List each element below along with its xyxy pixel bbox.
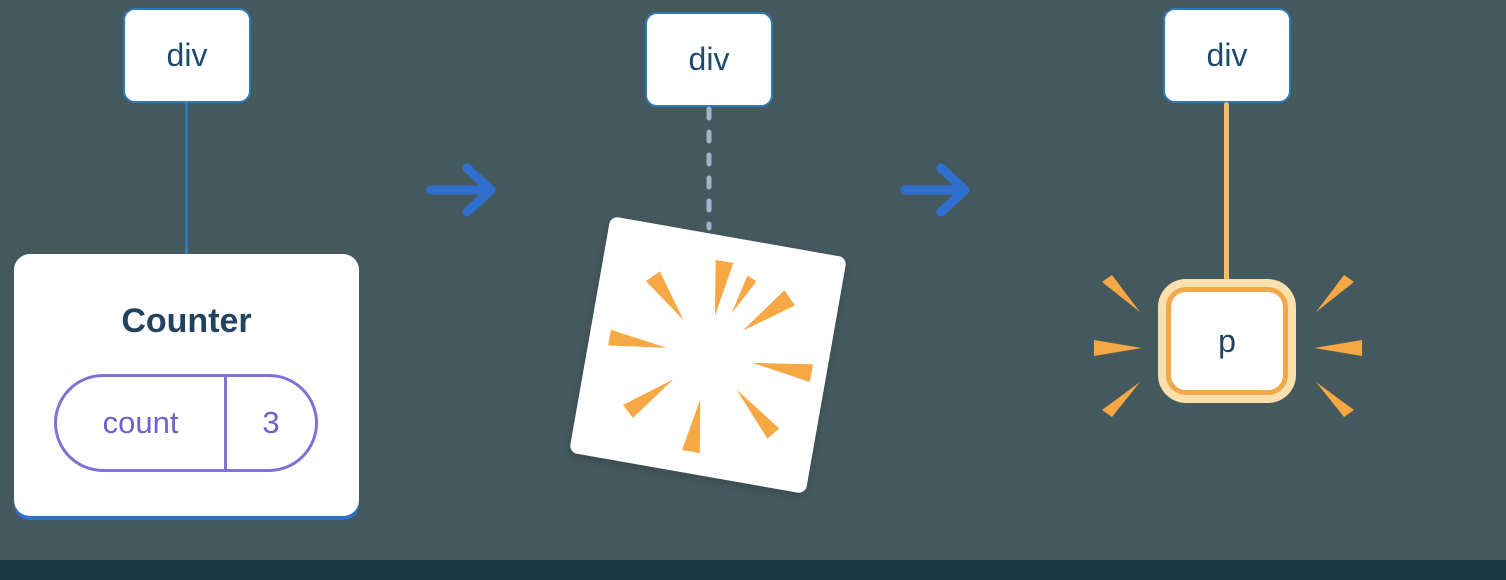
connector-line-blue <box>185 102 188 255</box>
state-value: 3 <box>224 377 315 469</box>
element-node-p: p <box>1166 287 1288 395</box>
sparkle-dashes-left-icon <box>1094 275 1142 417</box>
bottom-strip <box>0 560 1506 580</box>
tree-node-label: div <box>688 41 730 77</box>
element-node-p-glow: p <box>1158 279 1296 403</box>
tree-node-div-2: div <box>645 12 773 107</box>
tree-node-div-3: div <box>1163 8 1291 103</box>
component-card-title: Counter <box>121 302 252 340</box>
state-key: count <box>102 405 179 440</box>
sparkle-dashes-right-icon <box>1314 275 1362 417</box>
poof-burst-icon <box>608 259 813 454</box>
element-node-label: p <box>1218 322 1236 359</box>
tree-node-label: div <box>1206 37 1248 73</box>
poof-square <box>568 215 848 495</box>
arrow-right-icon <box>426 163 496 217</box>
connector-line-orange <box>1224 102 1229 297</box>
tree-node-div-1: div <box>123 8 251 103</box>
tree-node-label: div <box>166 37 208 73</box>
arrow-right-icon <box>900 163 970 217</box>
state-pill: count 3 <box>54 374 318 472</box>
connector-line-dashed <box>706 106 712 231</box>
component-card-counter: Counter count 3 <box>14 254 359 516</box>
